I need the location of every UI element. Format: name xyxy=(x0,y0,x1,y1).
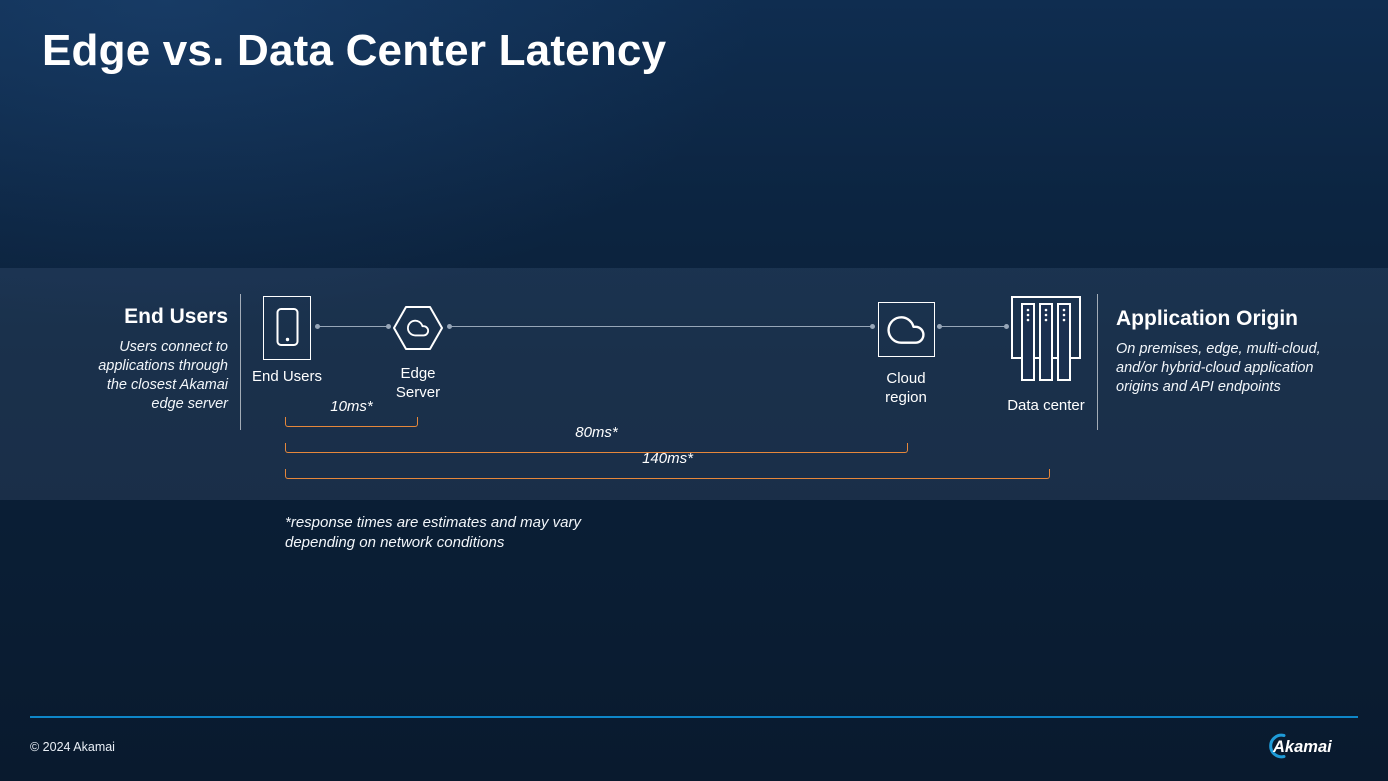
latency-bracket-10ms: 10ms* xyxy=(285,398,418,427)
footer-divider xyxy=(30,716,1358,718)
node-edge-server: Edge Server xyxy=(358,303,478,403)
node-end-users: End Users xyxy=(227,296,347,387)
end-users-heading: End Users xyxy=(124,305,228,328)
page-title: Edge vs. Data Center Latency xyxy=(42,26,667,75)
latency-label: 80ms* xyxy=(575,424,618,441)
logo-swoosh-icon xyxy=(1269,733,1286,759)
footnote: *response times are estimates and may va… xyxy=(285,514,581,551)
bracket-shape xyxy=(285,417,418,427)
node-label-edge-server: Edge Server xyxy=(395,365,441,401)
end-users-panel: End Users Users connect to applications … xyxy=(86,305,228,415)
server-racks-icon xyxy=(1011,296,1081,393)
application-origin-panel: Application Origin On premises, edge, mu… xyxy=(1116,307,1360,397)
latency-label: 140ms* xyxy=(642,450,693,467)
connector-line xyxy=(315,324,391,329)
connector-line xyxy=(937,324,1009,329)
right-bracket-divider xyxy=(1097,294,1098,430)
latency-bracket-140ms: 140ms* xyxy=(285,450,1050,479)
akamai-logo: Akamai xyxy=(1262,731,1362,766)
node-label-cloud-region: Cloud region xyxy=(885,370,927,406)
edge-server-icon xyxy=(393,303,443,358)
latency-bracket-80ms: 80ms* xyxy=(285,424,908,453)
node-label-end-users: End Users xyxy=(251,368,323,385)
smartphone-icon xyxy=(263,296,311,360)
left-bracket-divider xyxy=(240,294,241,430)
node-data-center: Data center xyxy=(986,296,1106,416)
copyright: © 2024 Akamai xyxy=(30,740,115,754)
node-cloud-region: Cloud region xyxy=(846,302,966,408)
bracket-shape xyxy=(285,469,1050,479)
application-origin-heading: Application Origin xyxy=(1116,307,1298,330)
node-label-data-center: Data center xyxy=(1007,397,1085,414)
logo-wordmark: Akamai xyxy=(1272,738,1332,756)
diagram-band xyxy=(0,268,1388,500)
connector-line xyxy=(447,324,875,329)
application-origin-description: On premises, edge, multi-cloud, and/or h… xyxy=(1116,341,1321,396)
end-users-description: Users connect to applications through th… xyxy=(98,339,228,413)
latency-label: 10ms* xyxy=(330,398,373,415)
bracket-shape xyxy=(285,443,908,453)
cloud-icon xyxy=(877,302,935,357)
